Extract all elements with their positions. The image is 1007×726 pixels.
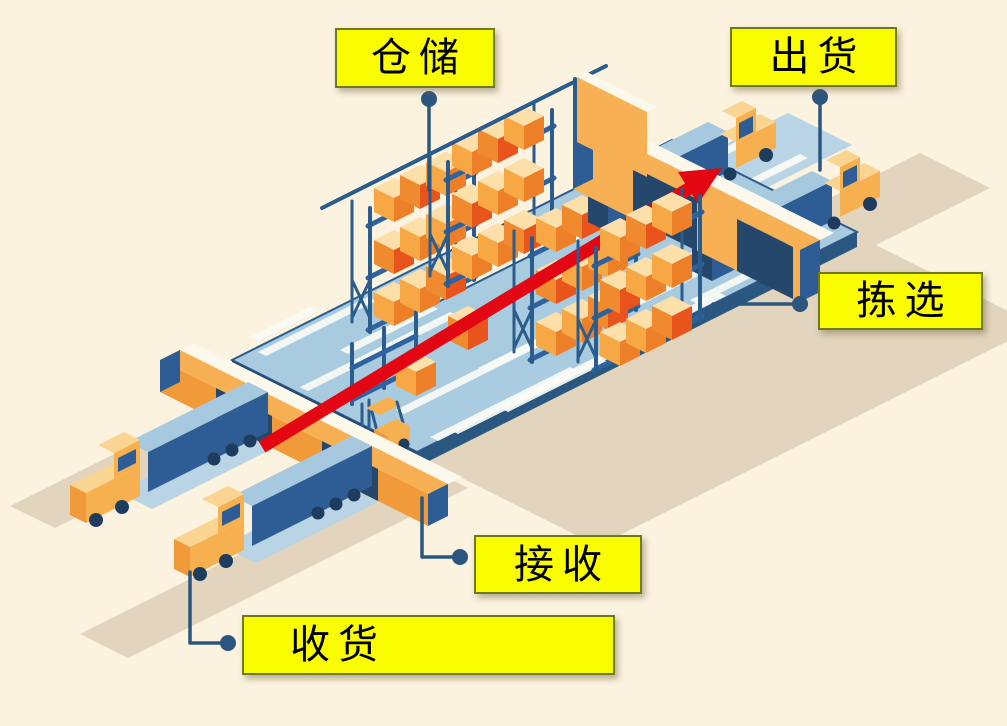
roof-beam [320, 64, 608, 210]
label-picking: 拣选 [818, 272, 983, 330]
callout-connectors [188, 89, 828, 651]
connector-receiving [420, 496, 454, 559]
storage-racks [320, 64, 638, 406]
label-shipping: 出货 [730, 27, 897, 87]
label-receiving: 接收 [474, 535, 642, 594]
wall-panel [577, 77, 647, 177]
label-storage: 仓储 [335, 28, 495, 88]
connector-goods-receipt [188, 570, 222, 645]
label-goods-receipt: 收货 [242, 615, 615, 675]
dock-door [737, 219, 793, 299]
